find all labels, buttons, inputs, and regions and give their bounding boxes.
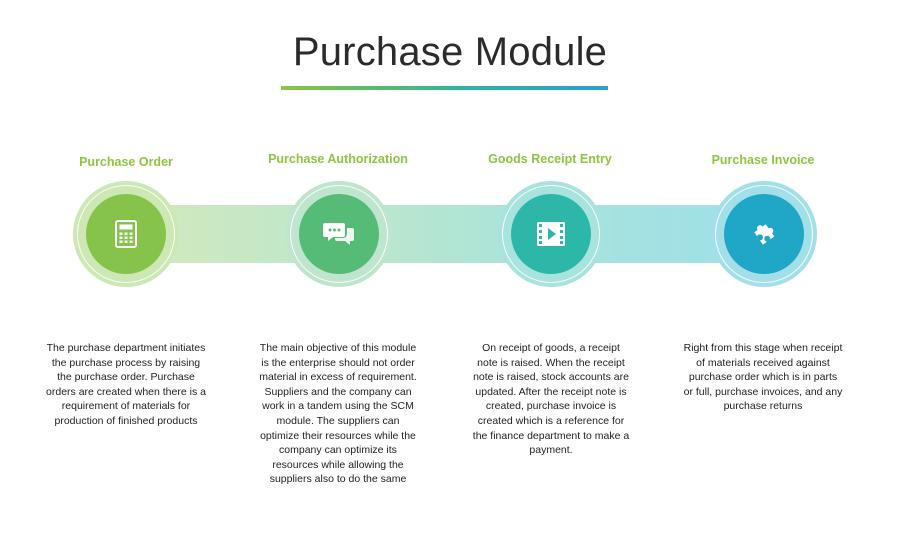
puzzle-piece-icon bbox=[754, 224, 775, 245]
chat-bubbles-icon bbox=[323, 223, 354, 245]
page-title: Purchase Module bbox=[292, 30, 608, 74]
step-title-goods-receipt-entry: Goods Receipt Entry bbox=[488, 152, 612, 166]
step-description-purchase-invoice: Right from this stage when receipt of ma… bbox=[683, 342, 843, 413]
step-circle-purchase-order bbox=[73, 181, 179, 287]
calculator-icon bbox=[115, 220, 137, 248]
step-core bbox=[511, 194, 591, 274]
video-play-icon bbox=[537, 222, 565, 246]
step-circle-purchase-authorization bbox=[286, 181, 392, 287]
step-title-purchase-order: Purchase Order bbox=[79, 155, 173, 169]
step-description-goods-receipt-entry: On receipt of goods, a receipt note is r… bbox=[472, 342, 630, 457]
step-circle-purchase-invoice bbox=[711, 181, 817, 287]
step-title-purchase-authorization: Purchase Authorization bbox=[268, 152, 408, 166]
step-title-purchase-invoice: Purchase Invoice bbox=[711, 153, 815, 167]
step-description-purchase-authorization: The main objective of this module is the… bbox=[259, 342, 417, 486]
step-core bbox=[299, 194, 379, 274]
title-underline bbox=[281, 86, 608, 90]
step-circle-goods-receipt-entry bbox=[498, 181, 604, 287]
step-core bbox=[724, 194, 804, 274]
connector-band bbox=[160, 205, 750, 263]
step-description-purchase-order: The purchase department initiates the pu… bbox=[46, 342, 206, 427]
step-core bbox=[86, 194, 166, 274]
